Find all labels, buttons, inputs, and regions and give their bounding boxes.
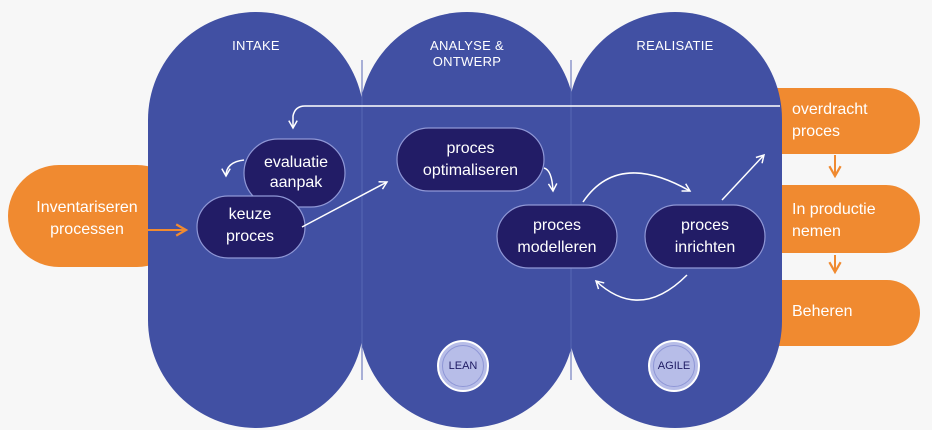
inrichten-to-overdracht-arrow: [721, 153, 766, 201]
overdracht-line2: proces: [792, 123, 841, 140]
lean-badge-label: LEAN: [448, 360, 478, 372]
beheren-label: Beheren: [792, 303, 853, 320]
evaluatie-to-keuze-arrow: [221, 159, 245, 178]
step-optimaliseren-line2: optimaliseren: [422, 162, 519, 179]
phase-title-analyse-line2: ONTWERP: [432, 54, 502, 69]
agile-badge-ring: [653, 345, 695, 387]
step-evaluatie-line1: evaluatie: [263, 154, 329, 171]
inventariseren-line1: Inventariseren: [36, 199, 138, 216]
step-modelleren-pill: [496, 204, 618, 269]
step-inrichten-line1: proces: [680, 217, 730, 234]
feedback-arrow: [288, 105, 780, 130]
phase-title-analyse-line1: ANALYSE &: [430, 38, 504, 53]
phase-title-realisatie: REALISATIE: [636, 38, 714, 53]
step-keuze-line1: keuze: [228, 206, 272, 223]
step-modelleren-line1: proces: [532, 217, 582, 234]
optimaliseren-to-modelleren-arrow: [543, 167, 558, 193]
phase-analyse: [359, 12, 575, 428]
overdracht-line1: overdracht: [792, 101, 868, 118]
agile-badge-label: AGILE: [657, 360, 691, 372]
productie-line2: nemen: [792, 223, 841, 240]
step-keuze-pill: [196, 195, 306, 259]
agile-badge: [648, 340, 700, 392]
step-optimaliseren-line1: proces: [446, 140, 495, 157]
step-optimaliseren-pill: [396, 127, 545, 192]
step-inrichten-line2: inrichten: [674, 239, 736, 256]
productie-line1: In productie: [792, 201, 876, 218]
inrichten-to-modelleren-arrow: [594, 274, 688, 301]
modelleren-to-inrichten-arrow: [582, 172, 692, 203]
lean-badge: [437, 340, 489, 392]
inventariseren-pill: [8, 165, 188, 267]
step-modelleren-line2: modelleren: [517, 239, 597, 256]
keuze-to-optimaliseren-arrow: [301, 180, 389, 228]
phase-title-intake: INTAKE: [232, 38, 280, 53]
step-keuze-line2: proces: [225, 228, 275, 245]
step-evaluatie-line2: aanpak: [269, 174, 323, 191]
lean-badge-ring: [442, 345, 484, 387]
inventariseren-line2: processen: [50, 221, 124, 238]
step-inrichten-pill: [644, 204, 766, 269]
